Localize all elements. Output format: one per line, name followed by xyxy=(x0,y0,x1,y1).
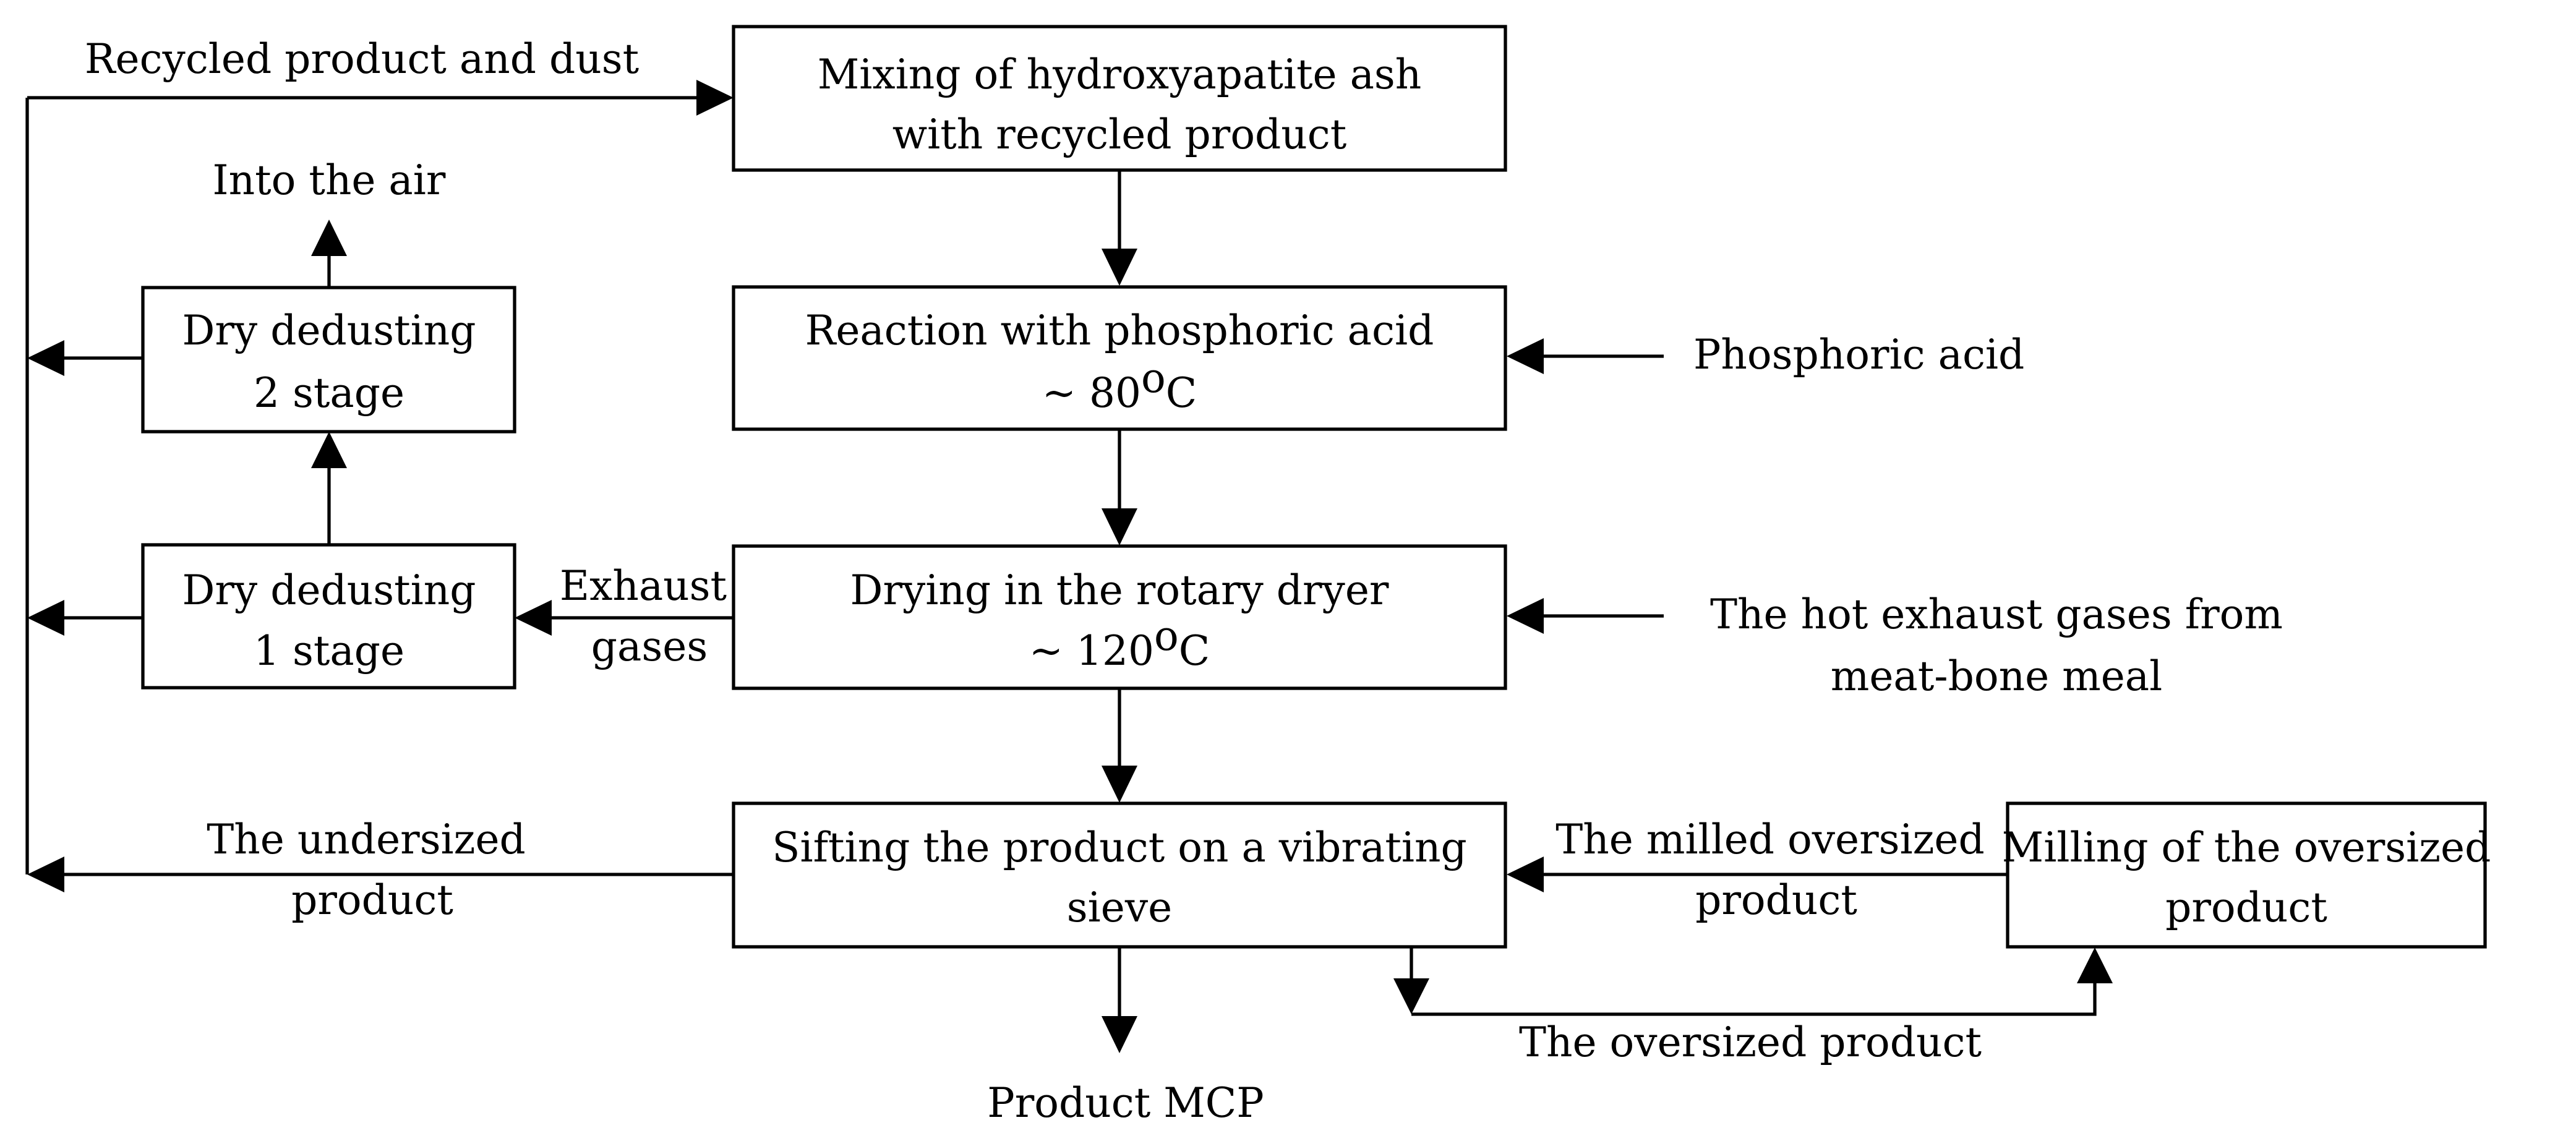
undersized-label-line2: product xyxy=(291,876,453,924)
undersized-label-line1: The undersized xyxy=(207,816,526,863)
sifting-box: Sifting the product on a vibrating sieve xyxy=(732,801,1507,949)
milling-box: Milling of the oversized product xyxy=(2002,801,2491,949)
mixing-line1: Mixing of hydroxyapatite ash xyxy=(818,51,1422,98)
exhaust-label-line2: gases xyxy=(591,623,708,670)
arrow-milled-oversized xyxy=(1507,857,2008,892)
recycled-label: Recycled product and dust xyxy=(85,35,639,83)
milled-label-line1: The milled oversized xyxy=(1555,816,1984,863)
reaction-box: Reaction with phosphoric acid ~ 80oC xyxy=(732,285,1507,431)
arrow-drying-to-sifting xyxy=(1102,688,1137,803)
milling-line1: Milling of the oversized xyxy=(2002,824,2491,871)
dedust1-line1: Dry dedusting xyxy=(182,566,476,614)
phosphoric-acid-label: Phosphoric acid xyxy=(1693,331,2024,378)
arrow-undersized-to-return xyxy=(27,857,734,892)
mixing-box: Mixing of hydroxyapatite ash with recycl… xyxy=(732,25,1507,172)
arrow-dedust1-to-dedust2 xyxy=(311,432,347,545)
sifting-line2: sieve xyxy=(1067,884,1172,931)
hot-gases-label-line1: The hot exhaust gases from xyxy=(1710,591,2283,638)
arrow-mixing-to-reaction xyxy=(1102,170,1137,286)
arrow-sifting-to-product xyxy=(1102,947,1137,1053)
sifting-line1: Sifting the product on a vibrating xyxy=(772,824,1466,871)
drying-line2: ~ 120oC xyxy=(1029,612,1210,675)
arrow-exhaust-gases xyxy=(515,600,734,636)
arrow-into-air xyxy=(311,220,347,288)
into-air-label: Into the air xyxy=(213,156,446,204)
drying-box: Drying in the rotary dryer ~ 120oC xyxy=(732,544,1507,690)
dedust2-box: Dry dedusting 2 stage xyxy=(141,286,516,434)
dedust2-line1: Dry dedusting xyxy=(182,307,476,354)
reaction-line2: ~ 80oC xyxy=(1042,354,1197,417)
reaction-line1: Reaction with phosphoric acid xyxy=(805,307,1434,354)
arrow-oversized-loop xyxy=(1393,947,2113,1016)
arrow-hot-gases xyxy=(1507,598,1664,634)
dedust2-line2: 2 stage xyxy=(254,369,404,417)
arrow-dedust1-to-return xyxy=(27,600,143,636)
dedust1-box: Dry dedusting 1 stage xyxy=(141,543,516,690)
milled-label-line2: product xyxy=(1695,876,1857,924)
oversized-label: The oversized product xyxy=(1519,1019,1982,1066)
product-mcp-label: Product MCP xyxy=(987,1079,1264,1127)
hot-gases-label-line2: meat-bone meal xyxy=(1831,652,2162,700)
dedust1-line2: 1 stage xyxy=(254,627,404,675)
arrow-reaction-to-drying xyxy=(1102,429,1137,545)
arrow-recycled-to-mixing xyxy=(27,80,734,116)
mixing-line2: with recycled product xyxy=(892,111,1347,158)
arrow-dedust2-to-return xyxy=(27,340,143,376)
exhaust-label-line1: Exhaust xyxy=(560,562,727,610)
milling-line2: product xyxy=(2165,884,2327,931)
drying-line1: Drying in the rotary dryer xyxy=(850,566,1389,614)
arrow-phosphoric-acid xyxy=(1507,338,1664,374)
